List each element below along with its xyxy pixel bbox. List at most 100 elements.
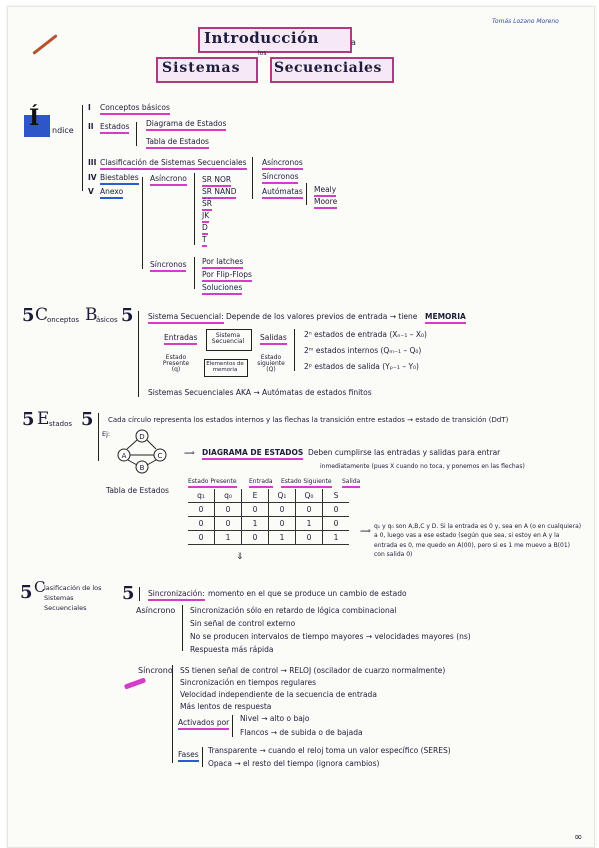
s1-mark-right: 5 (121, 305, 134, 326)
col-s: S (322, 489, 349, 503)
s3-asincrono: Asíncrono (136, 606, 176, 615)
indice-item-2: Estados (100, 123, 130, 134)
s1-memoria: MEMORIA (425, 313, 466, 324)
s1-eq-2: 2ᵐ estados internos (Qₘ₋₁ – Q₀) (304, 346, 422, 355)
s3-f2: Opaca → el resto del tiempo (ignora camb… (208, 759, 380, 768)
s1-w1: onceptos (47, 316, 79, 324)
s3-flancos: Flancos → de subida o de bajada (240, 728, 363, 737)
s3-nivel: Nivel → alto o bajo (240, 714, 310, 723)
s3-activados: Activados por (178, 719, 230, 730)
title-sistemas: Sistemas (162, 60, 241, 76)
indice-num-3: III (88, 158, 97, 167)
marker-icon (123, 677, 147, 690)
col-q1: q₁ (188, 489, 215, 503)
s3-as-item-2: Sin señal de control externo (190, 619, 296, 628)
estados-sub-2: Tabla de Estados (146, 138, 209, 149)
s2-intro: Cada círculo representa los estados inte… (108, 416, 509, 424)
notebook-page: Introducción a Sistemas los Secuenciales… (7, 6, 595, 848)
s1-salidas: Salidas (260, 334, 287, 345)
s1-w2: ásicos (96, 316, 118, 324)
indice-item-3: Clasificación de Sistemas Secuenciales (100, 159, 247, 170)
title-top-box (198, 27, 352, 53)
s2-diagram-text-2: inmediatamente (pues X cuando no toca, y… (320, 463, 525, 470)
s3-s-item-2: Sincronización en tiempos regulares (180, 678, 317, 687)
s3-s-item-1: SS tienen señal de control → RELOJ (osci… (180, 666, 446, 675)
s1-aka: Sistemas Secuenciales AKA → Autómatas de… (148, 388, 372, 397)
indice-label: ndice (52, 126, 74, 135)
automatas-sub-2: Moore (314, 198, 338, 209)
s2-w: stados (49, 420, 73, 428)
s1-sistema: Sistema Secuencial (211, 332, 245, 345)
s1-def-label: Sistema Secuencial: (148, 313, 224, 324)
indice-num-5: V (88, 187, 94, 196)
indice-item-1: Conceptos básicos (100, 104, 170, 115)
indice-letter: Í (29, 105, 40, 131)
title-right-box (270, 57, 394, 83)
indice-mark (24, 115, 50, 137)
indice-num-1: I (88, 103, 91, 112)
sincronos-sub-3: Soluciones (202, 284, 243, 295)
s2-note: q₁ y q₀ son A,B,C y D. Si la entrada es … (374, 523, 582, 558)
sincronos-sub-1: Por latches (202, 258, 244, 269)
s1-b: B (85, 305, 98, 325)
s1-eq-1: 2ⁿ estados de entrada (Xₙ₋₁ – X₀) (304, 330, 427, 339)
indice-num-4: IV (88, 173, 97, 182)
biestables-sub-2: Síncronos (150, 261, 187, 272)
s3-sincrono: Síncrono (138, 666, 173, 675)
s2-diagram-text: Deben cumplirse las entradas y salidas p… (308, 448, 501, 457)
s1-c: C (35, 305, 49, 325)
s3-s-item-3: Velocidad independiente de la secuencia … (180, 690, 377, 699)
s2-diagram-label: DIAGRAMA DE ESTADOS (202, 449, 304, 460)
col-e: E (241, 489, 269, 503)
s3-mark-right: 5 (122, 583, 135, 604)
s2-tabla-label: Tabla de Estados (106, 486, 169, 495)
s3-f1: Transparente → cuando el reloj toma un v… (208, 746, 451, 755)
title-los: los (258, 50, 267, 57)
s1-memory-box (204, 359, 248, 377)
s2-mark-right: 5 (81, 409, 94, 430)
asincrono-sub-2: SR NAND (202, 188, 237, 199)
s2-head-3: Estado Siguiente (281, 479, 332, 488)
s2-head-4: Salida (342, 479, 361, 488)
s2-head-2: Entrada (249, 479, 273, 488)
title-left-box (156, 57, 258, 83)
s3-sinc-text: momento en el que se produce un cambio d… (208, 589, 407, 598)
s3-as-item-4: Respuesta más rápida (190, 645, 274, 654)
s3-s-item-4: Más lentos de respuesta (180, 702, 272, 711)
asincrono-sub-1: SR NOR (202, 176, 232, 187)
s3-c: C (34, 578, 46, 596)
s1-eq-3: 2ᵖ estados de salida (Yₚ₋₁ – Y₀) (304, 362, 419, 371)
s1-system-box (206, 329, 252, 351)
state-node-b (135, 460, 149, 474)
state-label-b: B (140, 464, 145, 472)
pencil-icon (32, 34, 58, 55)
s1-def-text: Depende de los valores previos de entrad… (226, 312, 418, 321)
state-diagram: D A B C (117, 429, 167, 474)
clasif-sub-2: Síncronos (262, 173, 299, 184)
s3-as-item-3: No se producen intervalos de tiempo mayo… (190, 632, 471, 641)
asincrono-sub-6: T (202, 236, 207, 247)
s1-estado-sig: Estado siguiente (Q) (257, 354, 285, 373)
s1-elementos: Elementos de memoria (206, 361, 244, 373)
asincrono-sub-5: D (202, 224, 208, 235)
asincrono-sub-4: JK (202, 212, 210, 223)
s3-w: lasificación de los Sistemas Secuenciale… (44, 584, 102, 612)
state-node-d (135, 429, 149, 443)
title-a: a (351, 38, 356, 47)
s1-mark-left: 5 (22, 305, 35, 326)
col-Q1: Q₁ (268, 489, 296, 503)
title-secuenciales: Secuenciales (274, 60, 382, 76)
s3-fases: Fases (178, 751, 199, 762)
asincrono-sub-3: S̄R̄ (202, 200, 212, 211)
clasif-sub-3: Autómatas (262, 188, 303, 199)
down-arrow-icon: ⇓ (236, 552, 244, 562)
s2-eje: Ej: (102, 430, 111, 438)
indice-item-4: Biestables (100, 174, 139, 185)
s2-head-1: Estado Presente (188, 479, 237, 488)
s1-estado-pres: Estado Presente (q) (162, 354, 190, 373)
author: Tomás Lozano Moreno (492, 18, 559, 25)
